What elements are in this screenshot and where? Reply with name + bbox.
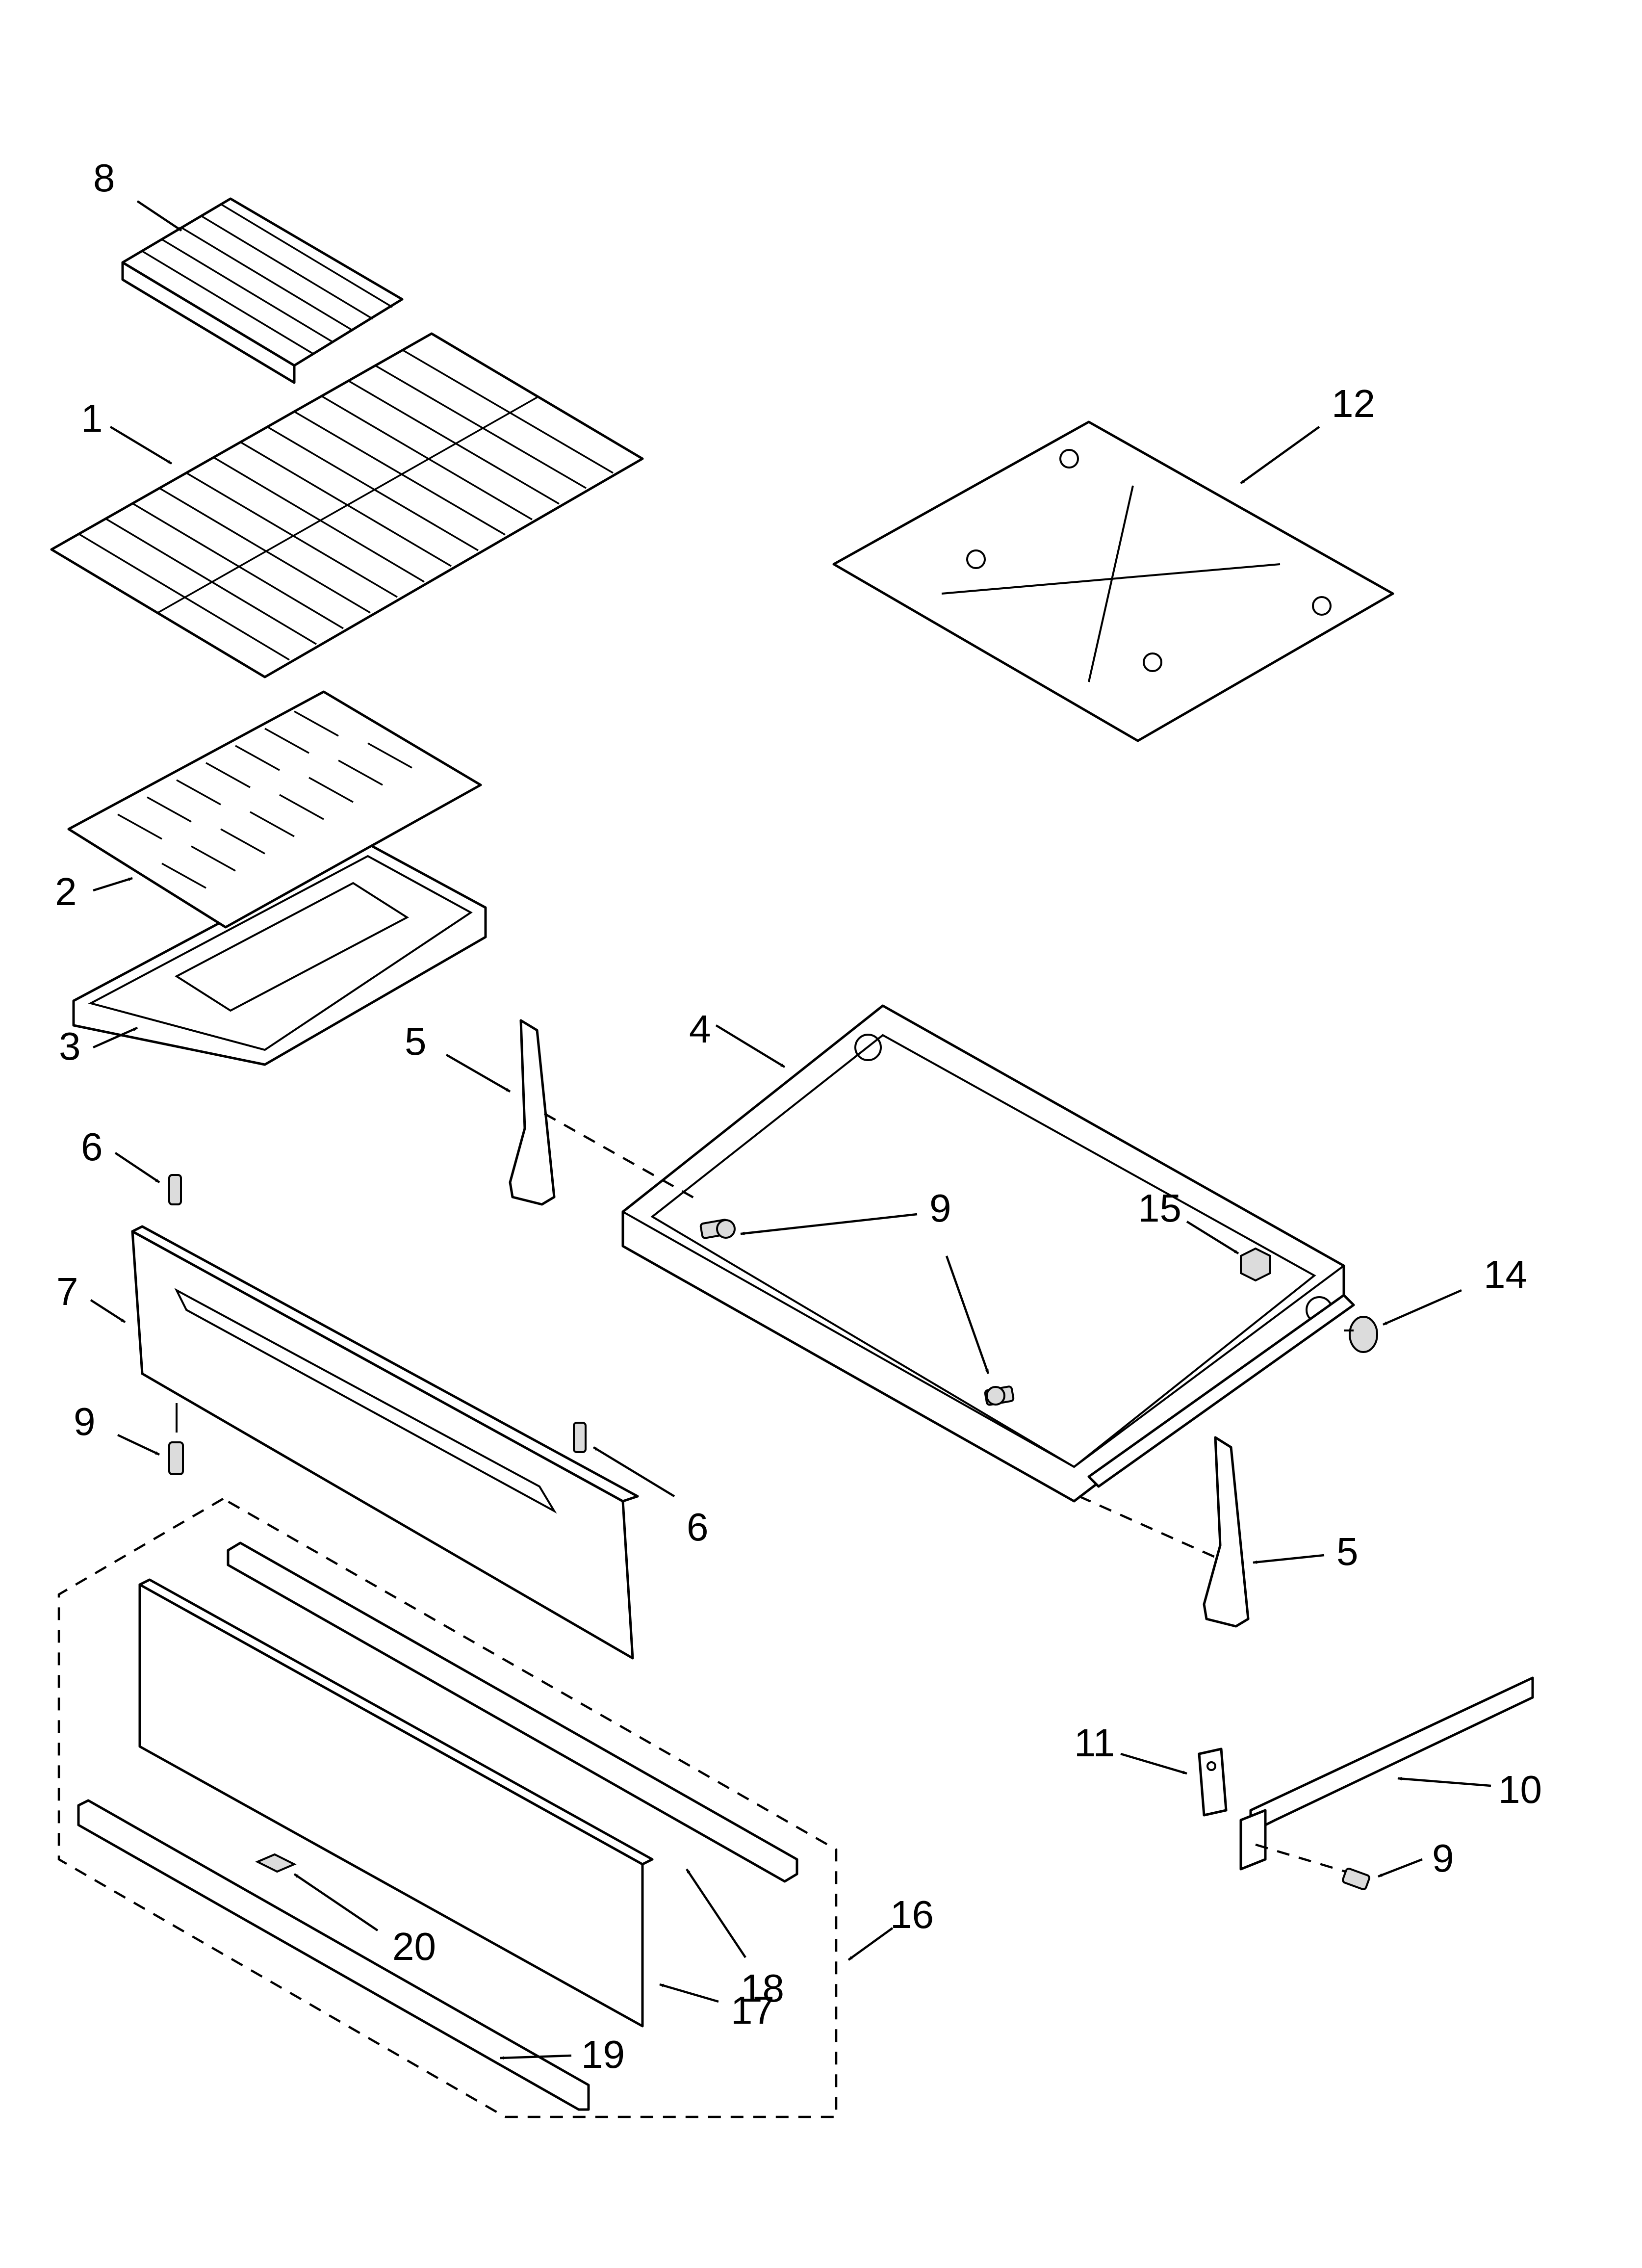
dashed-alignment-right (1078, 1495, 1217, 1559)
part-18-rail (227, 1541, 798, 1883)
callout-18: 18 (741, 1966, 784, 2010)
kit-16-outline (57, 1498, 838, 2118)
callout-17: 17 (731, 1988, 774, 2032)
part-5-slide-bracket-right (1203, 1436, 1250, 1628)
callout-1: 1 (81, 396, 103, 440)
dashed-alignment-bracket (1255, 1843, 1354, 1876)
callout-15: 15 (1138, 1186, 1181, 1230)
callout-7: 7 (56, 1270, 78, 1313)
part-15-nut (1240, 1247, 1271, 1282)
callout-20: 20 (392, 1925, 436, 1968)
callout-6-top: 6 (81, 1125, 103, 1169)
part-9-screw-c (168, 1441, 184, 1475)
part-12-plate (832, 420, 1394, 742)
dashed-alignment-left (543, 1113, 702, 1203)
callout-19: 19 (581, 2033, 625, 2076)
part-14-roller (1344, 1316, 1378, 1353)
callout-10: 10 (1498, 1768, 1542, 1811)
part-1-oven-rack (50, 332, 644, 678)
callout-5-left: 5 (405, 1019, 427, 1063)
leader-lines (90, 200, 1491, 2060)
part-19-strip (77, 1799, 590, 2111)
part-9-screw-a (699, 1219, 736, 1239)
callout-9-drawer-left: 9 (929, 1186, 951, 1230)
part-6-screw-b (573, 1422, 587, 1453)
part-8-rack-insert (121, 197, 404, 384)
callout-16: 16 (890, 1893, 934, 1936)
part-9-screw-b (984, 1385, 1015, 1406)
callout-2: 2 (55, 870, 77, 913)
callout-8: 8 (93, 156, 115, 200)
callout-3: 3 (59, 1024, 81, 1068)
part-11-bracket (1198, 1747, 1228, 1817)
callout-14: 14 (1484, 1252, 1527, 1296)
part-5-slide-bracket-left (509, 1019, 556, 1206)
part-7-drawer-front (131, 1225, 639, 1660)
part-17-panel (138, 1578, 654, 2028)
callout-9-panel: 9 (74, 1400, 96, 1443)
callout-numbers: 8 1 2 3 4 5 6 7 9 15 14 12 9 6 5 11 10 9… (55, 156, 1542, 2076)
part-2-broiler-grid (67, 690, 482, 929)
callout-5-right: 5 (1336, 1530, 1359, 1573)
callout-11: 11 (1074, 1721, 1115, 1765)
part-6-screw-a (168, 1174, 182, 1205)
part-9-screw-d (1342, 1868, 1370, 1890)
part-20-clip (255, 1853, 297, 1873)
part-10-bar (1239, 1676, 1534, 1871)
callout-9-bracket: 9 (1432, 1836, 1454, 1880)
callout-4: 4 (689, 1007, 711, 1051)
callout-6-bottom: 6 (687, 1505, 709, 1549)
callout-12: 12 (1332, 382, 1375, 425)
part-4-drawer-body (621, 1004, 1355, 1503)
